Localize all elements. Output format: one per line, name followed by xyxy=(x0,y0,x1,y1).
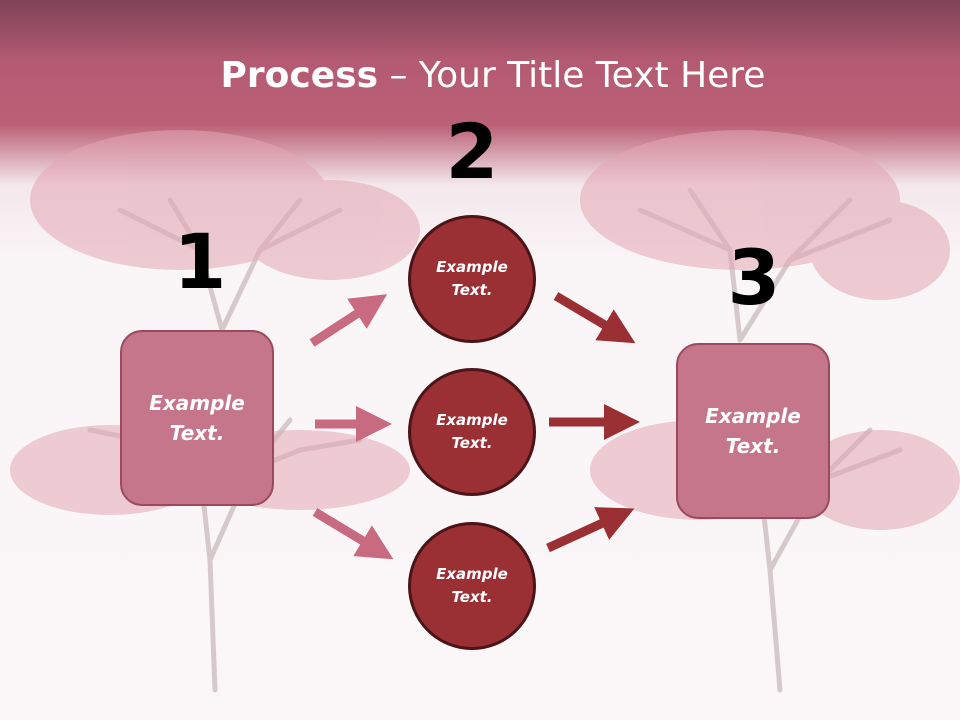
circle-middle-text: Example Text. xyxy=(436,411,508,452)
circle-bottom-text: Example Text. xyxy=(436,565,508,606)
end-box-text: Example Text. xyxy=(705,404,801,458)
title-rest: Your Title Text Here xyxy=(418,55,766,96)
slide-title: Process – Your Title Text Here xyxy=(0,54,960,98)
title-bold: Process xyxy=(220,55,379,96)
step-number-2: 2 xyxy=(445,107,499,196)
title-separator: – xyxy=(378,55,419,96)
start-box-text: Example Text. xyxy=(149,391,245,445)
start-box: Example Text. xyxy=(120,330,274,506)
step-number-1: 1 xyxy=(173,217,227,306)
process-circle-middle: Example Text. xyxy=(408,368,536,496)
step-number-3: 3 xyxy=(727,233,781,322)
process-circle-bottom: Example Text. xyxy=(408,522,536,650)
end-box: Example Text. xyxy=(676,343,830,519)
process-circle-top: Example Text. xyxy=(408,215,536,343)
circle-top-text: Example Text. xyxy=(436,258,508,299)
